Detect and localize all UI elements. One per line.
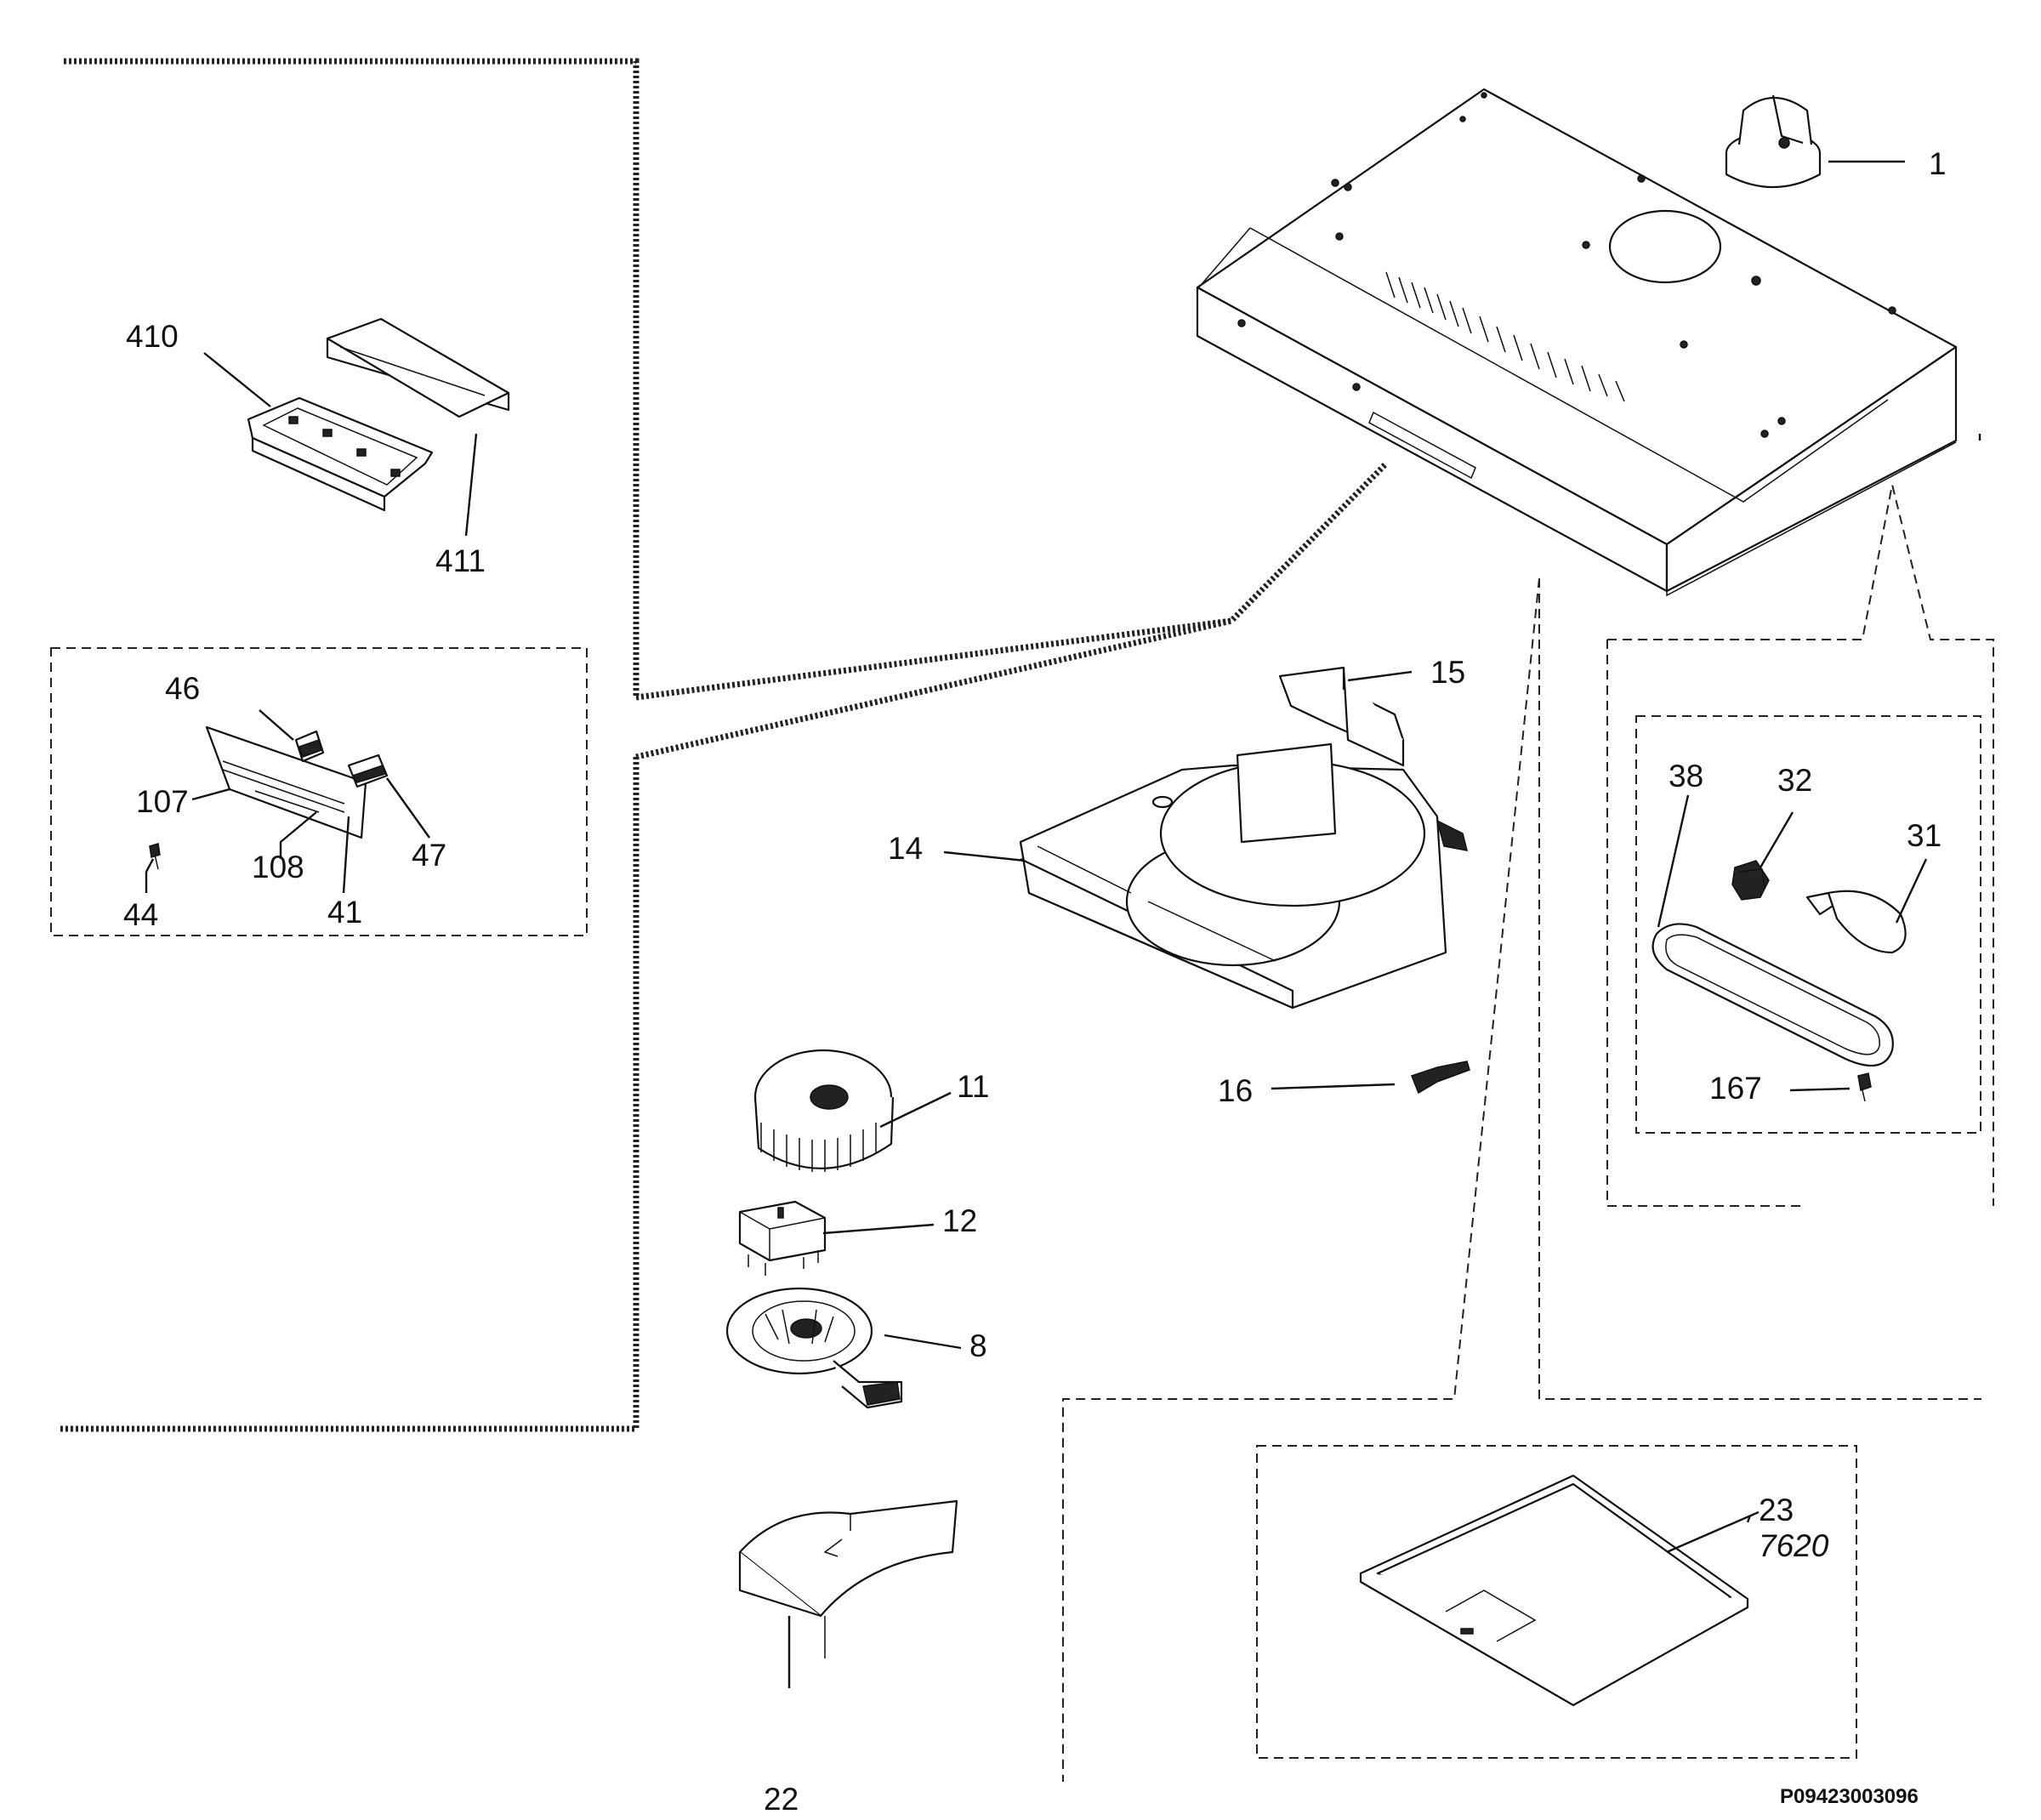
duct-elbow-part [738,1499,958,1658]
hood-screw-holes [1237,92,1896,438]
grease-filter-part [1359,1474,1749,1707]
motor-part [725,1287,903,1409]
group-boundaries [50,58,1994,1782]
part-labels: 1 410 411 46 107 108 47 41 44 15 14 16 1… [123,146,1947,1817]
outlet-collar-part [1725,94,1822,188]
label-part-38: 38 [1669,759,1703,793]
label-part-47: 47 [412,838,446,873]
duct-flap-part [1278,666,1405,767]
drawing-code: P09423003096 [1780,1785,1919,1808]
fan-impeller-part [753,1049,895,1172]
label-part-11: 11 [957,1069,989,1104]
switch-panel-part [149,725,389,870]
capacitor-part [738,1200,827,1276]
label-part-32: 32 [1777,763,1812,798]
blower-housing-part [1019,742,1469,1010]
control-board-part [247,317,510,512]
label-part-22: 22 [764,1782,799,1817]
label-part-1: 1 [1929,146,1947,181]
label-part-44: 44 [123,897,158,932]
label-part-167: 167 [1709,1071,1762,1106]
label-part-7620: 7620 [1759,1528,1829,1563]
label-part-46: 46 [165,671,200,706]
label-part-410: 410 [126,319,179,354]
label-part-15: 15 [1430,655,1465,690]
label-part-41: 41 [327,895,362,930]
label-part-23: 23 [1759,1493,1794,1527]
bracket-part [1411,1061,1470,1095]
label-part-31: 31 [1907,818,1942,853]
vent-slots [1385,271,1625,402]
label-part-12: 12 [942,1203,977,1238]
label-part-8: 8 [969,1328,987,1363]
label-part-14: 14 [888,831,923,866]
label-part-107: 107 [136,784,189,819]
lamp-holder-part [1731,860,1770,901]
label-part-108: 108 [252,850,304,884]
hood-body [1196,88,1958,597]
lamp-bulb-part [1805,890,1907,954]
label-part-16: 16 [1218,1073,1253,1108]
leader-lines [145,160,1981,1688]
screw-part [1857,1072,1872,1102]
lamp-cover-part [1652,923,1894,1067]
label-part-411: 411 [435,543,486,578]
